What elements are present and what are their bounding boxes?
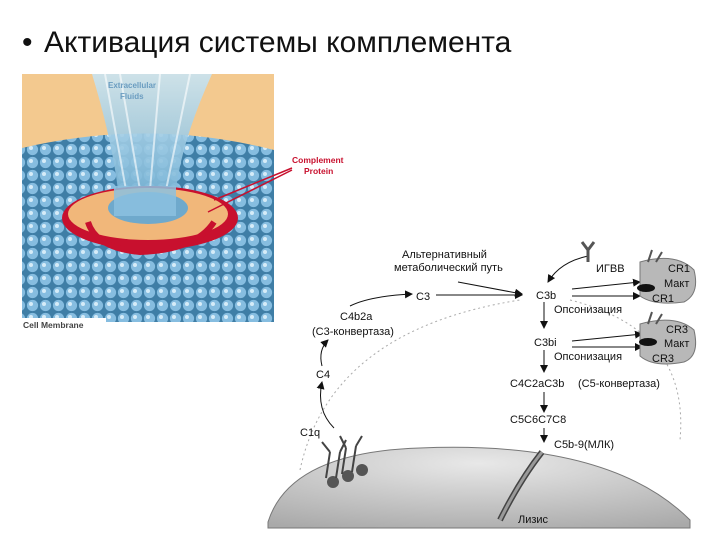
- slide-title: • Активация системы комплемента: [22, 26, 511, 60]
- membrane-figure: Extracellular Fluids Complement Protein …: [22, 73, 344, 330]
- c5c6c7c8-label: C5C6C7C8: [510, 414, 566, 426]
- igvv-label: ИГВВ: [596, 263, 625, 275]
- cr1-bottom-label: CR1: [652, 293, 674, 305]
- macrophage-1: [637, 249, 697, 304]
- pathway-diagram: Альтернативный метаболический путь C3 C4…: [267, 241, 697, 529]
- c3-label: C3: [416, 291, 430, 303]
- bullet: •: [22, 26, 33, 59]
- extracellular-label-1: Extracellular: [108, 81, 156, 90]
- macrophage-2: [639, 311, 697, 365]
- opsonization-label-1: Опсонизация: [554, 304, 622, 316]
- mact-label-2: Макт: [664, 338, 689, 350]
- complement-label-1: Complement: [292, 155, 344, 165]
- c4c2ac3b-label: C4C2aC3b: [510, 378, 564, 390]
- c5-convertase-label: (C5-конвертаза): [578, 378, 660, 390]
- complement-label-2: Protein: [304, 166, 333, 176]
- mac-channel: [497, 450, 545, 522]
- mac-label: C5b-9(МЛК): [554, 439, 614, 451]
- c4b2a-label: C4b2a: [340, 311, 373, 323]
- c1q-label: C1q: [300, 427, 320, 439]
- cr3-bottom-label: CR3: [652, 353, 674, 365]
- igvv-antibody-icon: [580, 241, 596, 262]
- cr3-top-label: CR3: [666, 324, 688, 336]
- lysis-label: Лизис: [518, 514, 549, 526]
- c3b-label: C3b: [536, 290, 556, 302]
- cell-body: [267, 446, 691, 529]
- fluid-stream: [92, 74, 212, 190]
- cr1-top-label: CR1: [668, 263, 690, 275]
- c3bi-label: C3bi: [534, 337, 557, 349]
- c1q-antibodies: [321, 435, 368, 488]
- c3-convertase-label: (C3-конвертаза): [312, 326, 394, 338]
- alt-path-label-2: метаболический путь: [394, 262, 503, 274]
- cell-membrane-label: Cell Membrane: [23, 320, 84, 330]
- alt-path-label-1: Альтернативный: [402, 249, 487, 261]
- title-text: Активация системы комплемента: [44, 26, 512, 59]
- mact-label-1: Макт: [664, 278, 689, 290]
- extracellular-label-2: Fluids: [120, 92, 144, 101]
- opsonization-label-2: Опсонизация: [554, 351, 622, 363]
- c4-label: C4: [316, 369, 330, 381]
